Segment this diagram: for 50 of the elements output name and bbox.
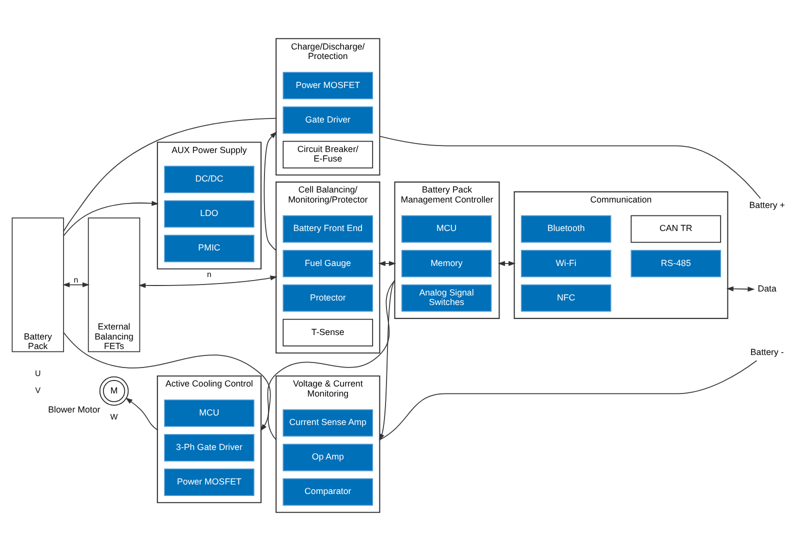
connector [63,118,277,232]
arrow [125,398,158,430]
connector [379,136,761,199]
node-box: CAN TR [630,215,722,243]
node-box: Gate Driver [282,106,374,134]
node-box: PMIC [164,234,254,262]
arrow [498,261,516,266]
node-box: Power MOSFET [164,468,254,496]
edge-label: n [207,270,212,280]
arrow [379,280,396,441]
node-box: MCU [401,215,492,243]
node-box: DC/DC [164,166,254,194]
arrow [264,132,278,251]
arrow [63,200,159,236]
node-label: Blower Motor [48,404,100,414]
node-box: T-Sense [282,318,374,346]
node-box: Op Amp [282,444,374,472]
node-box: Protector [282,284,374,312]
node-box: Fuel Gauge [282,250,374,278]
node-box: Battery Pack [12,218,64,352]
arrow [138,276,278,288]
node-box: RS-485 [630,250,722,278]
node-box: Current Sense Amp [282,409,374,437]
node-box: Circuit Breaker/ E-Fuse [282,140,374,168]
edge-label: n [74,275,78,284]
arrow [726,286,755,292]
node-box: NFC [520,284,612,312]
node-box: Memory [401,250,492,278]
node-box: Comparator [282,478,374,506]
node-box: Bluetooth [520,215,612,243]
node-circle: M [99,376,129,406]
node-box: MCU [164,399,254,427]
label: V [35,386,41,396]
node-text: Battery - [750,347,784,358]
label: W [110,412,118,422]
node-text: Data [758,283,776,294]
label: U [35,369,41,378]
arrow [62,282,90,288]
node-box: Analog Signal Switches [401,284,492,312]
node-box: LDO [164,200,254,228]
node-box: 3-Ph Gate Driver [164,434,254,462]
arrow [260,280,396,432]
node-text: Battery + [749,200,785,210]
node-box: Power MOSFET [282,72,374,100]
arrow [378,261,396,266]
node-box: External Balancing FETs [88,218,140,352]
node-box: Battery Front End [282,215,374,243]
node-box: Wi-Fi [520,250,612,278]
connector [379,360,758,440]
connector [63,332,277,440]
